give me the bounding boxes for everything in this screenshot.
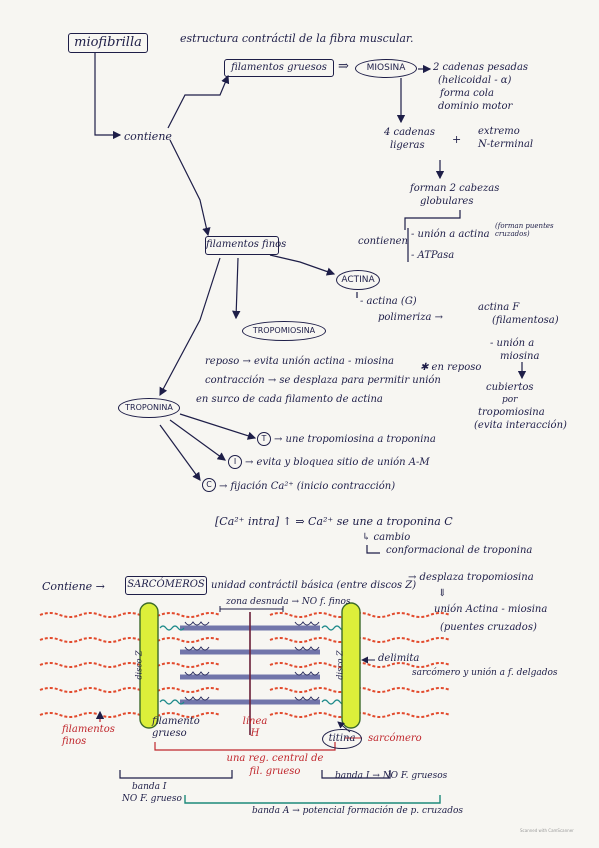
nterm-2: N-terminal <box>478 139 534 150</box>
title-text: miofibrilla <box>74 35 142 50</box>
delimita-description: sarcómero y unión a f. delgados <box>412 668 558 678</box>
polimeriza: polimeriza → <box>378 312 443 323</box>
tropo-line-3: en surco de cada filamento de actina <box>196 394 383 405</box>
heavy-chains-4: dominio motor <box>438 101 513 112</box>
union-miosina-1: - unión a <box>490 338 535 349</box>
disco-z-left: disco Z <box>134 650 144 680</box>
heads-2: globulares <box>420 196 474 207</box>
nterm-1: extremo <box>478 126 520 137</box>
miosina-oval: MIOSINA <box>355 59 417 78</box>
cubiertos-3: tropomiosina <box>478 407 545 418</box>
thick-arrow: ⇒ <box>338 59 349 74</box>
calcium-line-1: [Ca²⁺ intra] ↑ ⇒ Ca²⁺ se une a troponina… <box>215 515 453 528</box>
cubiertos-4: (evita interacción) <box>474 420 567 431</box>
plus-sign: + <box>452 133 462 146</box>
contiene-label: contiene <box>124 130 172 143</box>
actina-g: - actina (G) <box>360 296 417 307</box>
band-a-label: banda A → potencial formación de p. cruz… <box>252 806 464 816</box>
disco-z-right: disco Z <box>335 650 345 680</box>
actina-f-2: (filamentosa) <box>492 315 559 326</box>
troponin-c-text: → fijación Ca²⁺ (inicio contracción) <box>219 481 396 492</box>
thin-filaments-box: filamentos finos <box>205 236 286 255</box>
actina-oval: ACTINA <box>336 270 380 290</box>
sarcomere-definition: unidad contráctil básica (entre discos Z… <box>211 580 417 591</box>
troponin-i-circle: I <box>228 455 242 469</box>
tropo-line-2: contracción → se desplaza para permitir … <box>205 375 441 386</box>
band-i-left-1: banda I <box>132 782 167 792</box>
band-i-right: banda I → NO F. gruesos <box>335 771 448 781</box>
heavy-chains-3: forma cola <box>440 88 494 99</box>
calcium-line-5: ⇓ <box>438 588 447 599</box>
delimita-label: delimita <box>378 653 420 664</box>
tropomiosina-oval: TROPOMIOSINA <box>242 321 326 341</box>
heavy-chains-2: (helicoidal - α) <box>438 75 512 86</box>
definition-text: estructura contráctil de la fibra muscul… <box>180 32 414 45</box>
sarcomere-contiene: Contiene → <box>42 580 105 593</box>
sarcomere-box: SARCÓMEROS <box>125 576 207 595</box>
calcium-line-7: (puentes cruzados) <box>440 622 537 633</box>
actina-f-1: actina F <box>478 302 520 313</box>
light-chains-2: ligeras <box>390 140 425 151</box>
reposo-note: ✱ en reposo <box>420 362 482 373</box>
titin-oval: titina <box>322 729 362 749</box>
troponin-i-text: → evita y bloquea sitio de unión A-M <box>245 457 430 468</box>
heavy-chains-1: 2 cadenas pesadas <box>433 62 529 73</box>
line-h-label: línea H <box>242 716 268 739</box>
zona-desnuda: zona desnuda → NO f. finos <box>226 597 351 607</box>
cubiertos-2: por <box>502 395 518 405</box>
sarcomere-drawing <box>39 602 451 739</box>
tropo-line-1: reposo → evita unión actina - miosina <box>205 356 395 367</box>
troponin-t-circle: T <box>257 432 271 446</box>
thin-filament-label: filamentos finos <box>62 724 115 747</box>
calcium-line-2: ↳ cambio <box>362 532 411 543</box>
central-zone-label: una reg. central de fil. grueso <box>226 753 324 777</box>
site-actin-note: (forman puentes cruzados) <box>495 222 554 238</box>
calcium-line-3: conformacional de troponina <box>386 545 533 556</box>
cubiertos-1: cubiertos <box>486 382 534 393</box>
troponin-c-circle: C <box>202 478 216 492</box>
calcium-line-6: unión Actina - miosina <box>434 604 548 615</box>
heads-1: forman 2 cabezas <box>410 183 500 194</box>
union-miosina-2: miosina <box>500 351 540 362</box>
scanner-watermark: Scanned with CamScanner <box>520 828 574 833</box>
site-actin-binding: - unión a actina <box>411 229 490 240</box>
title-box: miofibrilla <box>68 33 148 53</box>
troponin-t-text: → une tropomiosina a troponina <box>274 434 436 445</box>
calcium-line-4: → desplaza tropomiosina <box>408 572 534 583</box>
site-atpase: - ATPasa <box>411 250 455 261</box>
light-chains-1: 4 cadenas <box>384 127 435 138</box>
contienen-label: contienen <box>358 236 408 247</box>
band-i-left-2: NO F. grueso <box>122 794 182 804</box>
thick-filament-label: filamento grueso <box>152 716 200 739</box>
sarcomere-pointer-label: sarcómero <box>368 733 422 744</box>
thick-filaments-box: filamentos gruesos <box>224 59 334 77</box>
troponina-oval: TROPONINA <box>118 398 180 418</box>
